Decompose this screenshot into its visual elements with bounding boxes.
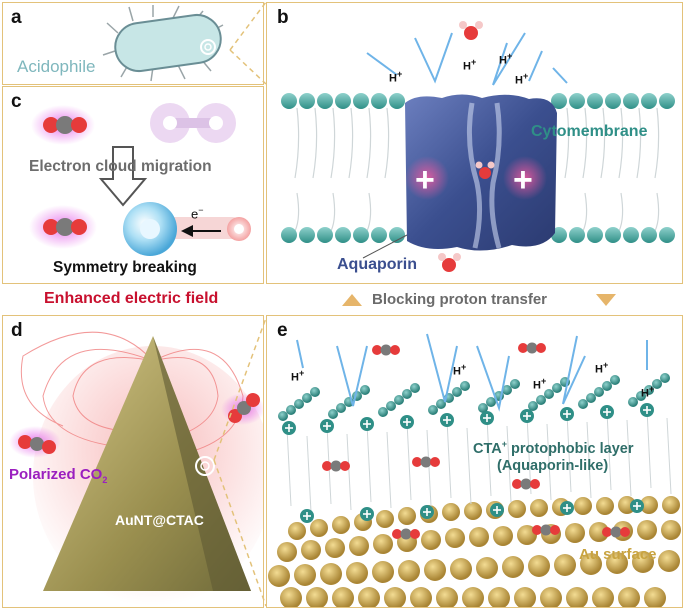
proton-e-2: H+ <box>453 362 467 378</box>
cytomembrane-label: Cytomembrane <box>531 123 648 140</box>
proton-e-4: H+ <box>595 360 609 376</box>
proton-label-3: H+ <box>499 51 513 67</box>
banner-row: Enhanced electric field Blocking proton … <box>0 286 685 314</box>
panel-label-c: c <box>11 91 22 112</box>
panel-b: b <box>266 2 683 284</box>
panel-label-a: a <box>11 7 22 28</box>
cta-layer-label: CTA+ protophobic layer <box>473 439 634 457</box>
panel-label-b: b <box>277 7 289 28</box>
proton-label-1: H+ <box>389 69 403 85</box>
plus-sign-right: + <box>513 161 533 199</box>
ctac-au-surface-illustration <box>268 333 681 607</box>
aquaporin-label: Aquaporin <box>337 256 417 273</box>
panel-label-d: d <box>11 320 23 341</box>
panel-a: a Acidophile <box>2 2 264 85</box>
migration-label: Electron cloud migration <box>29 158 212 175</box>
aquaporin-like-label: (Aquaporin-like) <box>497 458 609 474</box>
panel-e: e <box>266 315 683 608</box>
acidophile-caption: Acidophile <box>17 57 96 76</box>
au-surface-label: Au surface <box>579 546 657 563</box>
plus-sign-left: + <box>415 161 435 199</box>
proton-label-4: H+ <box>515 71 529 87</box>
proton-e-1: H+ <box>291 368 305 384</box>
panel-d: d Polarized CO2 AuNT@CTAC <box>2 315 264 608</box>
aquaporin-membrane-illustration <box>281 21 675 272</box>
electron-label: e− <box>191 205 204 222</box>
nanotriangle-illustration <box>9 331 263 606</box>
aunt-ctac-label: AuNT@CTAC <box>115 512 204 528</box>
panel-label-e: e <box>277 320 288 341</box>
enhanced-field-label: Enhanced electric field <box>44 290 219 307</box>
panel-c-illustration <box>29 103 251 256</box>
symmetry-breaking-label: Symmetry breaking <box>53 259 197 276</box>
polarized-co2-label: Polarized CO2 <box>9 466 108 485</box>
proton-e-5: H+ <box>641 384 655 400</box>
panel-c: c Electron cloud migration e− Symmetry b… <box>2 86 264 284</box>
banner-arrows <box>342 294 616 306</box>
proton-label-2: H+ <box>463 57 477 73</box>
proton-e-3: H+ <box>533 376 547 392</box>
acidophile-bacterium-icon <box>102 5 224 82</box>
blocking-proton-transfer-label: Blocking proton transfer <box>372 291 548 308</box>
